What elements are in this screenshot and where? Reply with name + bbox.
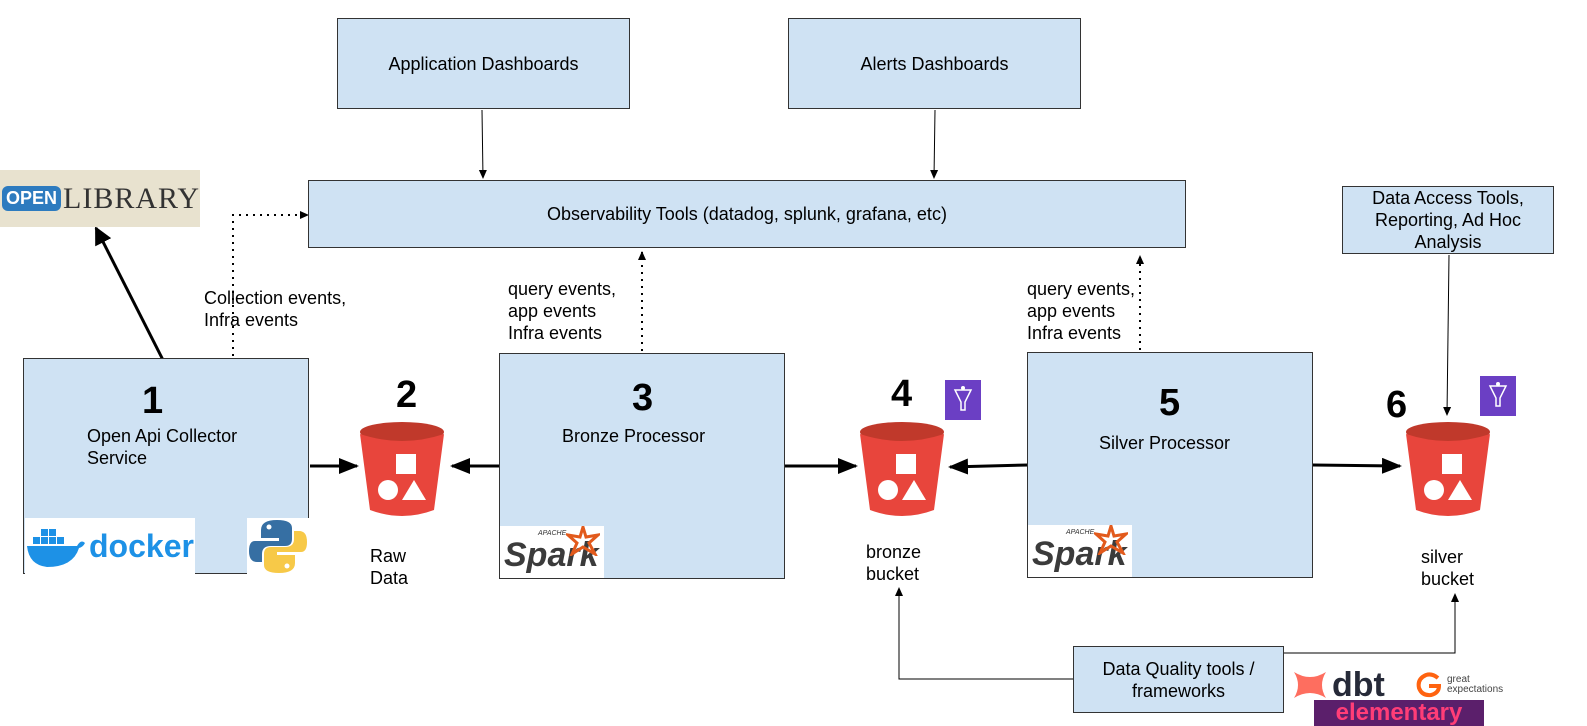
docker-logo: docker: [25, 518, 195, 575]
s3-bucket-icon: [860, 422, 944, 516]
observability-tools-label: Observability Tools (datadog, splunk, gr…: [547, 204, 947, 224]
dbt-logo: dbt: [1290, 667, 1416, 703]
elementary-logo: elementary: [1314, 700, 1484, 726]
elementary-text: elementary: [1335, 699, 1463, 726]
python-icon: [247, 518, 309, 575]
open-library-open-text: OPEN: [2, 186, 62, 211]
glue-databrew-icon: [945, 380, 981, 420]
great-expectations-logo: great expectations: [1414, 671, 1526, 699]
arrow-dq-to-bronze-bucket: [895, 587, 1075, 680]
open-library-logo: OPEN LIBRARY: [0, 170, 200, 227]
arrow-data-access-to-silver: [1443, 254, 1452, 416]
data-access-tools-label: Data Access Tools, Reporting, Ad Hoc Ana…: [1372, 188, 1524, 252]
arrow-silver-to-bronze-bucket: [948, 458, 1029, 475]
docker-whale-icon: [27, 528, 85, 567]
stage-number-6: 6: [1386, 384, 1408, 426]
data-access-tools-box: Data Access Tools, Reporting, Ad Hoc Ana…: [1342, 186, 1554, 254]
spark-apache-text: APACHE: [1066, 529, 1095, 536]
stage-number-2: 2: [396, 374, 418, 416]
spark-star-icon: [1094, 525, 1128, 555]
s3-bucket-icon: [360, 422, 444, 516]
stage-number-1: 1: [142, 380, 164, 422]
open-library-library-text: LIBRARY: [63, 181, 201, 215]
collector-events-label: Collection events, Infra events: [204, 288, 347, 330]
arrow-collector-events: [232, 211, 309, 356]
arrow-dq-to-silver-bucket: [1284, 593, 1459, 654]
arrow-collector-to-openlibrary: [94, 226, 165, 361]
stage-number-5: 5: [1159, 382, 1181, 424]
arrow-silver-to-silver-bucket: [1312, 457, 1402, 474]
bronze-events-label: query events, app events Infra events: [508, 279, 617, 343]
arrow-app-dashboards-to-observability: [478, 109, 487, 179]
dbt-icon: [1294, 672, 1326, 698]
raw-data-label: Raw Data: [370, 546, 409, 588]
docker-text: docker: [89, 528, 194, 564]
observability-tools-box: Observability Tools (datadog, splunk, gr…: [308, 180, 1186, 248]
spark-text: Spark: [504, 536, 599, 574]
stage-number-3: 3: [632, 377, 654, 419]
spark-logo: APACHE Spark: [500, 526, 604, 578]
arrow-alerts-dashboards-to-observability: [930, 109, 939, 179]
silver-processor-label: Silver Processor: [1099, 433, 1231, 453]
application-dashboards-label: Application Dashboards: [388, 53, 579, 74]
alerts-dashboards-box: Alerts Dashboards: [788, 18, 1081, 109]
stage-number-4: 4: [891, 373, 913, 415]
glue-databrew-icon: [1480, 376, 1516, 416]
alerts-dashboards-label: Alerts Dashboards: [860, 53, 1009, 74]
dbt-text: dbt: [1332, 666, 1385, 704]
spark-logo: APACHE Spark: [1028, 525, 1132, 577]
spark-text: Spark: [1032, 535, 1127, 573]
bronze-processor-label: Bronze Processor: [562, 426, 706, 446]
silver-bucket-label: silver bucket: [1421, 547, 1475, 589]
data-quality-box: Data Quality tools / frameworks: [1073, 646, 1284, 713]
bronze-bucket-label: bronze bucket: [866, 542, 922, 584]
great-expectations-text: great expectations: [1447, 674, 1504, 695]
great-expectations-icon: [1416, 672, 1442, 698]
data-quality-label: Data Quality tools / frameworks: [1102, 658, 1255, 701]
spark-apache-text: APACHE: [538, 530, 567, 537]
s3-bucket-icon: [1406, 422, 1490, 516]
silver-events-label: query events, app events Infra events: [1027, 279, 1136, 343]
spark-star-icon: [566, 526, 600, 556]
collector-service-label: Open Api Collector Service: [87, 426, 238, 468]
application-dashboards-box: Application Dashboards: [337, 18, 630, 109]
